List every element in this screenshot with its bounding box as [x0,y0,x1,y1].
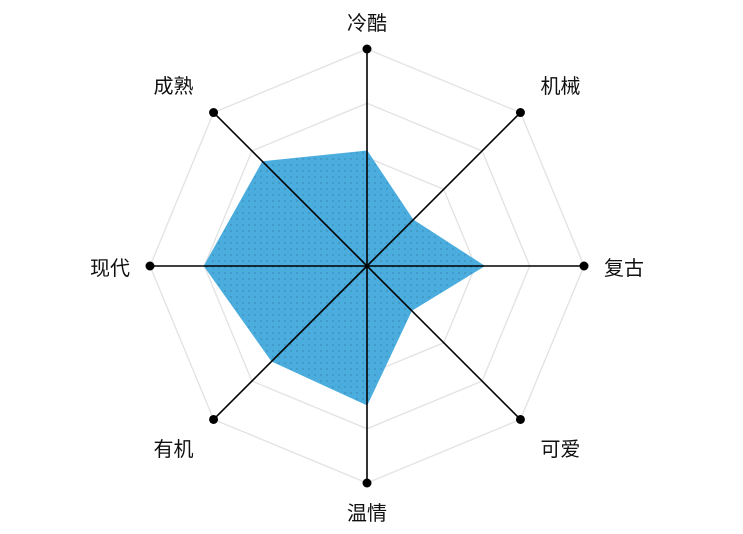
axis-label: 有机 [153,436,194,461]
axis-end-marker [515,108,525,118]
axis-end-marker [579,261,589,271]
axis-label: 冷酷 [347,10,387,35]
axis-end-marker [209,108,219,118]
axis-label: 成熟 [153,74,194,99]
axis-line [366,265,522,421]
axis-end-marker [362,478,372,488]
radar-axes [145,44,589,488]
axis-label: 机械 [540,74,581,99]
axis-end-marker [145,261,155,271]
axis-end-marker [362,44,372,54]
axis-end-marker [515,414,525,424]
axis-line [212,265,368,421]
axis-line [212,111,368,267]
axis-end-marker [209,414,219,424]
axis-line [366,111,522,267]
axis-label: 复古 [604,255,644,280]
axis-label: 现代 [90,255,130,280]
axis-label: 温情 [347,500,387,525]
axis-label: 可爱 [540,436,581,461]
